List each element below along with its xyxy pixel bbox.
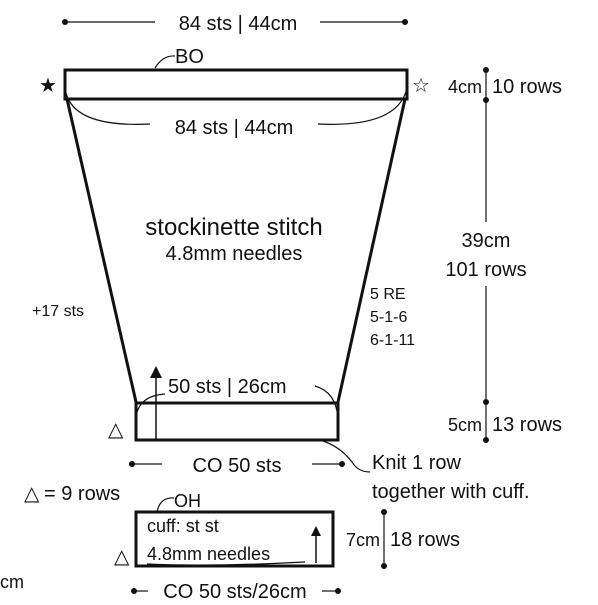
cuff-triangle-icon: △ — [114, 546, 130, 568]
knit-note-line-2: together with cuff. — [372, 481, 530, 503]
body-title: stockinette stitch — [145, 214, 322, 241]
cuff-rows: 18 rows — [390, 529, 460, 551]
bind-off-label: BO — [175, 46, 204, 68]
oh-leader — [156, 497, 175, 513]
cuff-needles: 4.8mm needles — [147, 544, 270, 564]
top-width-label: 84 sts | 44cm — [179, 13, 298, 35]
base-measure-left — [135, 393, 166, 419]
cuff-open-label: OH — [174, 491, 201, 511]
cuff-title: cuff: st st — [147, 516, 219, 536]
increase-code-3: 6-1-11 — [370, 332, 415, 349]
dimension-dot — [129, 461, 135, 467]
increase-label: +17 sts — [32, 303, 84, 320]
base-rows: 13 rows — [492, 414, 562, 436]
star-filled-icon: ★ — [39, 75, 57, 97]
dimension-dot — [402, 19, 408, 25]
base-band — [134, 401, 340, 442]
knit-note-line-1: Knit 1 row — [372, 452, 461, 474]
star-outline-icon: ☆ — [412, 75, 430, 97]
arrow-up-icon — [311, 526, 321, 536]
base-measure-right — [314, 385, 339, 419]
band-measure-left — [64, 87, 151, 125]
cuff-underline — [146, 561, 306, 566]
dimension-dot — [62, 19, 68, 25]
cuff-rect — [134, 510, 335, 568]
body-right-edge — [336, 98, 407, 403]
dimension-dot — [381, 509, 387, 515]
dimension-dot — [335, 588, 341, 594]
triangle-legend: = 9 rows — [44, 483, 120, 505]
body-needles: 4.8mm needles — [166, 243, 303, 265]
increase-code-1: 5 RE — [370, 286, 406, 303]
knit-note-leader — [319, 439, 371, 473]
base-height-cm: 5cm — [448, 415, 482, 435]
top-band — [63, 68, 409, 101]
band-height-cm: 4cm — [448, 77, 482, 97]
band-rows: 10 rows — [492, 76, 562, 98]
body-rows: 101 rows — [445, 259, 526, 281]
top-width-dimension: 84 sts | 44cm — [62, 13, 408, 35]
arrow-up-icon — [150, 366, 162, 378]
co-label: CO 50 sts — [193, 455, 282, 477]
triangle-marker-icon: △ — [108, 419, 124, 441]
body-left-edge — [65, 98, 138, 403]
base-width-label: 50 sts | 26cm — [168, 376, 287, 398]
increase-code-2: 5-1-6 — [370, 309, 407, 326]
band-measure-right — [317, 87, 408, 125]
body-height-cm: 39cm — [462, 230, 511, 252]
cut-left-text: cm — [0, 572, 24, 592]
cuff-co-label: CO 50 sts/26cm — [163, 581, 306, 603]
body-height-bg — [448, 222, 526, 286]
dimension-dot — [339, 461, 345, 467]
cuff-height-cm: 7cm — [346, 530, 380, 550]
legend-triangle-icon: △ — [24, 483, 40, 505]
bo-leader — [154, 55, 176, 69]
dimension-dot — [381, 563, 387, 569]
band-width-label: 84 sts | 44cm — [175, 117, 294, 139]
